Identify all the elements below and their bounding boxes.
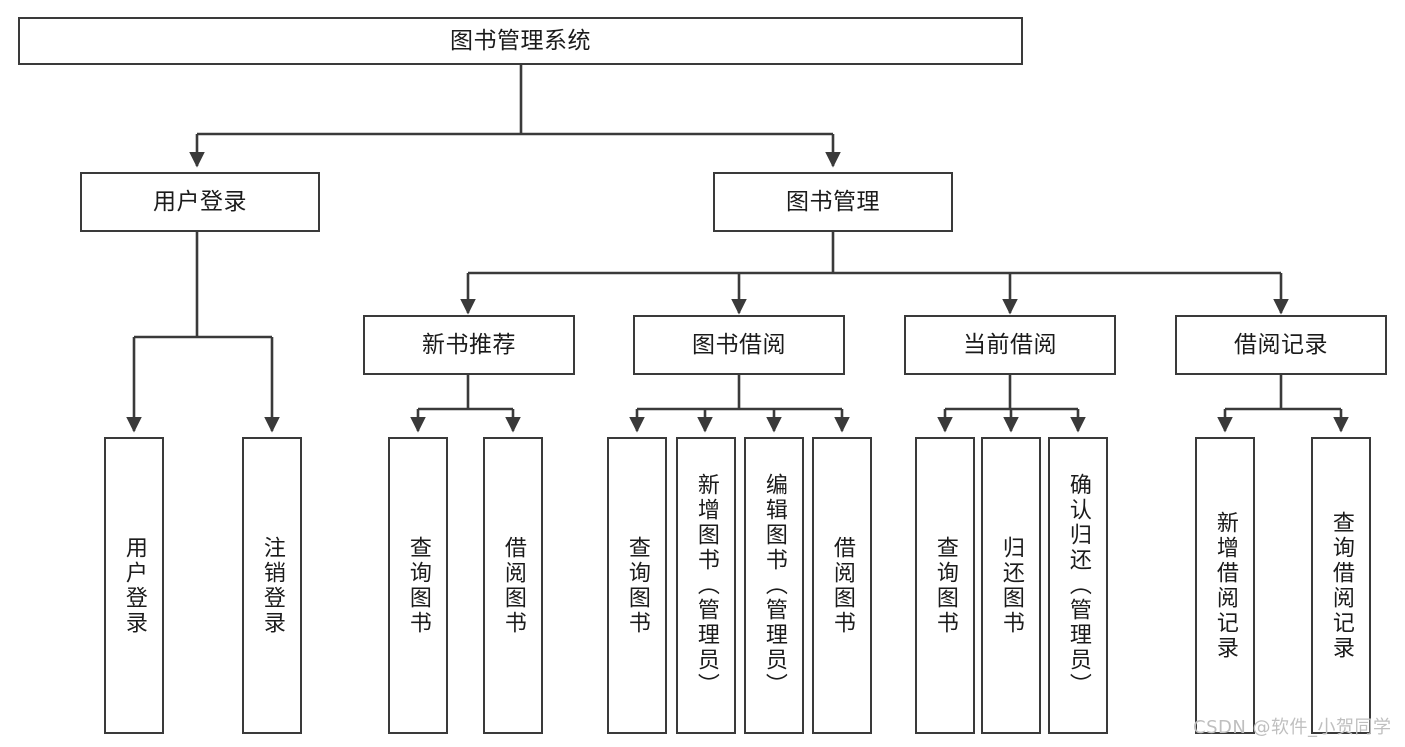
node-current-borrow-label: 当前借阅	[963, 331, 1057, 358]
node-borrow-record[interactable]: 借阅记录	[1175, 315, 1387, 375]
node-current-borrow[interactable]: 当前借阅	[904, 315, 1116, 375]
node-new-book-rec-label: 新书推荐	[422, 331, 516, 358]
leaf-query-record[interactable]: 查询借阅记录	[1311, 437, 1371, 734]
leaf-edit-book[interactable]: 编辑图书（管理员）	[744, 437, 804, 734]
leaf-borrow-book-1-label: 借阅图书	[500, 535, 526, 636]
leaf-return-book-label: 归还图书	[998, 535, 1024, 636]
leaf-user-login[interactable]: 用户登录	[104, 437, 164, 734]
node-root[interactable]: 图书管理系统	[18, 17, 1023, 65]
leaf-user-logout[interactable]: 注销登录	[242, 437, 302, 734]
leaf-query-book-2[interactable]: 查询图书	[607, 437, 667, 734]
node-user-login-label: 用户登录	[153, 188, 247, 215]
leaf-confirm-return[interactable]: 确认归还（管理员）	[1048, 437, 1108, 734]
node-book-manage[interactable]: 图书管理	[713, 172, 953, 232]
node-new-book-rec[interactable]: 新书推荐	[363, 315, 575, 375]
leaf-add-record[interactable]: 新增借阅记录	[1195, 437, 1255, 734]
node-root-label: 图书管理系统	[450, 27, 591, 54]
leaf-query-book-3[interactable]: 查询图书	[915, 437, 975, 734]
leaf-user-login-label: 用户登录	[121, 535, 147, 636]
node-book-borrow-label: 图书借阅	[692, 331, 786, 358]
leaf-borrow-book-1[interactable]: 借阅图书	[483, 437, 543, 734]
leaf-query-book-2-label: 查询图书	[624, 535, 650, 636]
node-borrow-record-label: 借阅记录	[1234, 331, 1328, 358]
leaf-confirm-return-label: 确认归还（管理员）	[1065, 473, 1091, 698]
leaf-query-record-label: 查询借阅记录	[1328, 510, 1354, 661]
leaf-query-book-1-label: 查询图书	[405, 535, 431, 636]
leaf-query-book-3-label: 查询图书	[932, 535, 958, 636]
leaf-query-book-1[interactable]: 查询图书	[388, 437, 448, 734]
csdn-watermark: CSDN @软件_小贺同学	[1193, 717, 1392, 738]
node-book-borrow[interactable]: 图书借阅	[633, 315, 845, 375]
leaf-user-logout-label: 注销登录	[259, 535, 285, 636]
leaf-edit-book-label: 编辑图书（管理员）	[761, 473, 787, 698]
leaf-borrow-book-2-label: 借阅图书	[829, 535, 855, 636]
leaf-return-book[interactable]: 归还图书	[981, 437, 1041, 734]
node-book-manage-label: 图书管理	[786, 188, 880, 215]
leaf-add-book-label: 新增图书（管理员）	[693, 473, 719, 698]
leaf-add-book[interactable]: 新增图书（管理员）	[676, 437, 736, 734]
node-user-login[interactable]: 用户登录	[80, 172, 320, 232]
leaf-borrow-book-2[interactable]: 借阅图书	[812, 437, 872, 734]
leaf-add-record-label: 新增借阅记录	[1212, 510, 1238, 661]
